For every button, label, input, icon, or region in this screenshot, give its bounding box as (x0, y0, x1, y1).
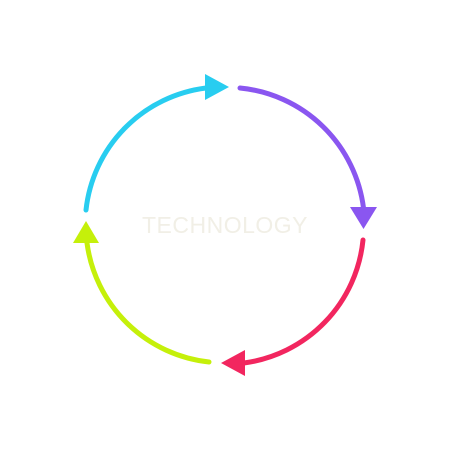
center-label: TECHNOLOGY (142, 212, 308, 238)
arrowhead-left-icon (221, 350, 245, 376)
arc-top-right (237, 85, 366, 211)
arrowhead-down-icon (350, 207, 377, 229)
arrowhead-right-icon (205, 74, 229, 100)
arrowhead-up-icon (73, 221, 99, 243)
arc-bottom-left (84, 240, 212, 365)
arc-top-left (83, 85, 209, 213)
arc-bottom-right (241, 237, 366, 366)
